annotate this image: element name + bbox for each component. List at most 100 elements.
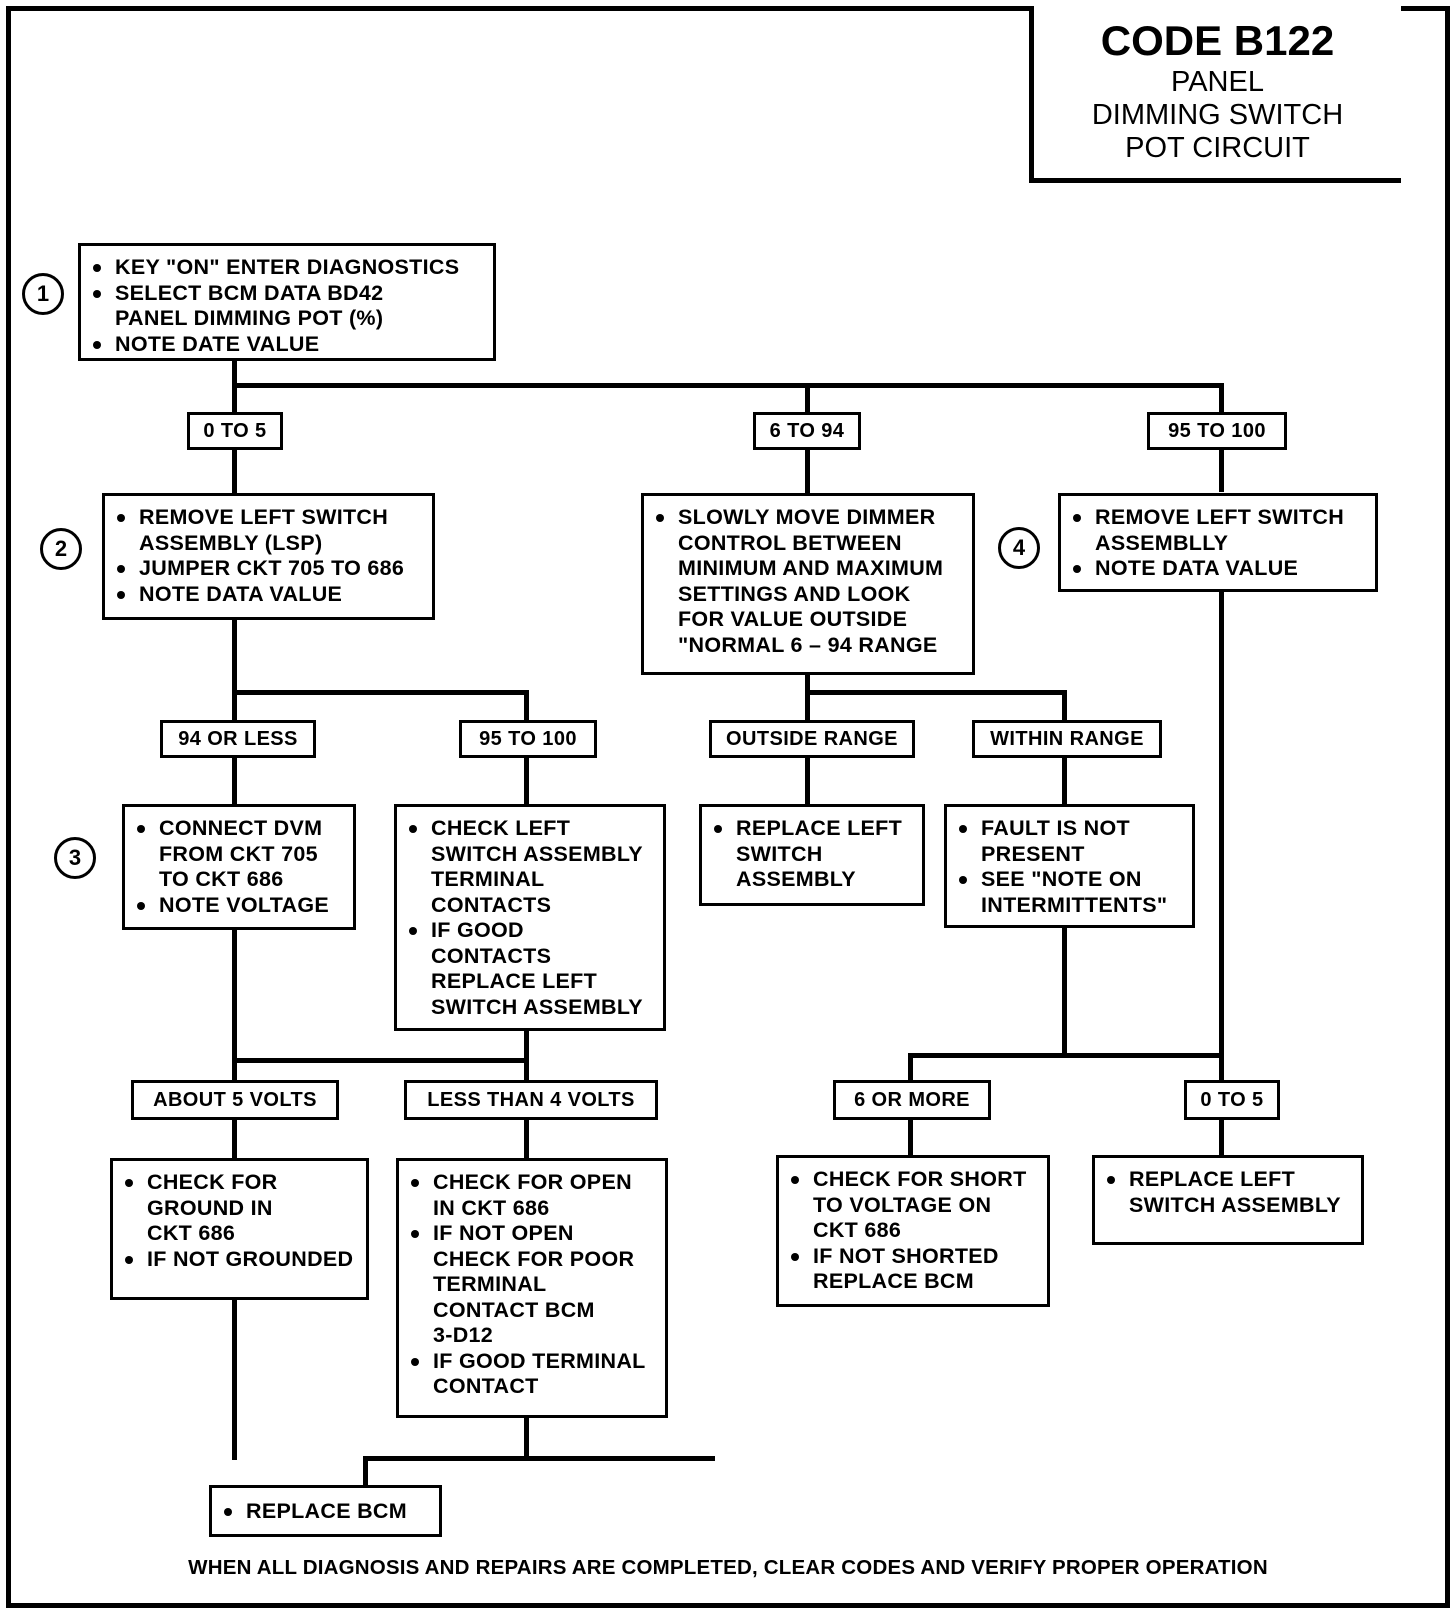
label-range-95-to-100: 95 TO 100: [1147, 412, 1287, 450]
box-check-ground-item-1: CHECK FOR GROUND IN CKT 686: [121, 1170, 356, 1247]
box-step4-item-1: REMOVE LEFT SWITCH ASSEMBLLY: [1069, 505, 1365, 556]
box-step4-list: REMOVE LEFT SWITCH ASSEMBLLY NOTE DATA V…: [1061, 496, 1375, 591]
connector-step1-stem: [232, 360, 237, 385]
box-replace-right-list: REPLACE LEFT SWITCH ASSEMBLY: [1095, 1158, 1361, 1227]
box-dimmer-sweep: SLOWLY MOVE DIMMER CONTROL BETWEEN MINIM…: [641, 493, 975, 675]
box-check-contacts-item-2: IF GOOD CONTACTS REPLACE LEFT SWITCH ASS…: [405, 918, 653, 1020]
box-step2-item-2: JUMPER CKT 705 TO 686: [113, 556, 422, 582]
label-outside-range: OUTSIDE RANGE: [709, 720, 915, 758]
box-step2-list: REMOVE LEFT SWITCH ASSEMBLY (LSP) JUMPER…: [105, 496, 432, 616]
box-check-open-item-2: IF NOT OPEN CHECK FOR POOR TERMINAL CONT…: [407, 1221, 655, 1349]
connector-row3-to-0to5b: [1219, 1053, 1224, 1088]
connector-94orless-to-step3: [232, 758, 237, 804]
connector-0to5-to-step2: [232, 450, 237, 495]
label-within-range: WITHIN RANGE: [972, 720, 1162, 758]
connector-main-bus: [232, 383, 1224, 388]
label-0-to-5-b: 0 TO 5: [1184, 1080, 1280, 1120]
box-replace-mid-item-1: REPLACE LEFT SWITCH ASSEMBLY: [710, 816, 912, 893]
connector-lessthan4-to-checkopen: [524, 1120, 529, 1160]
footer-note: WHEN ALL DIAGNOSIS AND REPAIRS ARE COMPL…: [188, 1556, 1268, 1579]
box-step3-list: CONNECT DVM FROM CKT 705 TO CKT 686 NOTE…: [125, 807, 353, 927]
box-step3-item-2: NOTE VOLTAGE: [133, 893, 343, 919]
box-step3-item-1: CONNECT DVM FROM CKT 705 TO CKT 686: [133, 816, 343, 893]
connector-bus-to-95to100: [1219, 383, 1224, 413]
connector-95to100b-to-checkcontacts: [524, 758, 529, 804]
box-step3: CONNECT DVM FROM CKT 705 TO CKT 686 NOTE…: [122, 804, 356, 930]
box-check-open: CHECK FOR OPEN IN CKT 686 IF NOT OPEN CH…: [396, 1158, 668, 1418]
connector-split-to-outside: [805, 690, 810, 722]
box-step4-item-2: NOTE DATA VALUE: [1069, 556, 1365, 582]
box-check-contacts-list: CHECK LEFT SWITCH ASSEMBLY TERMINAL CONT…: [397, 807, 663, 1029]
connector-fault-stem: [1062, 928, 1067, 1058]
connector-dimmer-stem: [805, 672, 810, 694]
box-fault-item-1: FAULT IS NOT PRESENT: [955, 816, 1182, 867]
box-replace-bcm-list: REPLACE BCM: [212, 1488, 439, 1534]
connector-checkopen-stem: [524, 1418, 529, 1460]
connector-bcm-bus: [363, 1456, 715, 1461]
box-replace-bcm-item-1: REPLACE BCM: [220, 1499, 429, 1525]
box-fault-list: FAULT IS NOT PRESENT SEE "NOTE ON INTERM…: [947, 807, 1192, 927]
connector-step2-stem: [232, 620, 237, 693]
box-step4: REMOVE LEFT SWITCH ASSEMBLLY NOTE DATA V…: [1058, 493, 1378, 592]
box-step1-item-2: SELECT BCM DATA BD42 PANEL DIMMING POT (…: [89, 281, 483, 332]
connector-split-to-95to100b: [524, 690, 529, 722]
box-check-ground-item-2: IF NOT GROUNDED: [121, 1247, 356, 1273]
connector-bcm-bus-drop: [363, 1456, 368, 1486]
connector-step2-split-bus: [232, 690, 529, 695]
label-less-than-4-volts: LESS THAN 4 VOLTS: [404, 1080, 658, 1120]
label-range-0-to-5: 0 TO 5: [187, 412, 283, 450]
connector-about5-to-checkground: [232, 1120, 237, 1160]
step-number-2: 2: [40, 528, 82, 570]
connector-checkcontacts-stem: [524, 1030, 529, 1062]
step-number-4: 4: [998, 527, 1040, 569]
connector-checkground-stem: [232, 1300, 237, 1460]
label-range-6-to-94: 6 TO 94: [753, 412, 861, 450]
box-check-open-list: CHECK FOR OPEN IN CKT 686 IF NOT OPEN CH…: [399, 1161, 665, 1409]
box-check-short-item-2: IF NOT SHORTED REPLACE BCM: [787, 1244, 1037, 1295]
box-check-short: CHECK FOR SHORT TO VOLTAGE ON CKT 686 IF…: [776, 1155, 1050, 1307]
title-block: CODE B122 PANEL DIMMING SWITCH POT CIRCU…: [1029, 6, 1401, 183]
box-step1: KEY "ON" ENTER DIAGNOSTICS SELECT BCM DA…: [78, 243, 496, 361]
box-replace-mid-list: REPLACE LEFT SWITCH ASSEMBLY: [702, 807, 922, 902]
box-check-ground-list: CHECK FOR GROUND IN CKT 686 IF NOT GROUN…: [113, 1161, 366, 1281]
label-95-to-100-b: 95 TO 100: [459, 720, 597, 758]
box-fault-item-2: SEE "NOTE ON INTERMITTENTS": [955, 867, 1182, 918]
connector-dimmer-split-bus: [805, 690, 1067, 695]
connector-6ormore-to-checkshort: [908, 1120, 913, 1156]
box-check-ground: CHECK FOR GROUND IN CKT 686 IF NOT GROUN…: [110, 1158, 369, 1300]
connector-step4-stem: [1219, 592, 1224, 1060]
connector-row3-bus-right: [908, 1053, 1224, 1058]
box-step2: REMOVE LEFT SWITCH ASSEMBLY (LSP) JUMPER…: [102, 493, 435, 620]
box-check-open-item-1: CHECK FOR OPEN IN CKT 686: [407, 1170, 655, 1221]
connector-95to100-to-step4: [1219, 450, 1224, 492]
page-subtitle: PANEL DIMMING SWITCH POT CIRCUIT: [1091, 66, 1344, 164]
box-step1-item-3: NOTE DATE VALUE: [89, 332, 483, 358]
box-dimmer-item-1: SLOWLY MOVE DIMMER CONTROL BETWEEN MINIM…: [652, 505, 962, 658]
connector-within-to-fault: [1062, 758, 1067, 804]
connector-row3-to-about5: [232, 1058, 237, 1088]
box-check-terminal-contacts: CHECK LEFT SWITCH ASSEMBLY TERMINAL CONT…: [394, 804, 666, 1031]
connector-row3-to-lessthan4: [524, 1058, 529, 1088]
box-check-contacts-item-1: CHECK LEFT SWITCH ASSEMBLY TERMINAL CONT…: [405, 816, 653, 918]
box-check-short-list: CHECK FOR SHORT TO VOLTAGE ON CKT 686 IF…: [779, 1158, 1047, 1304]
connector-6to94-to-dimmer: [805, 450, 810, 495]
step-number-1: 1: [22, 273, 64, 315]
box-dimmer-list: SLOWLY MOVE DIMMER CONTROL BETWEEN MINIM…: [644, 496, 972, 667]
box-check-open-item-3: IF GOOD TERMINAL CONTACT: [407, 1349, 655, 1400]
connector-step3-stem: [232, 930, 237, 1062]
connector-bus-to-6to94: [805, 383, 810, 413]
box-replace-right-item-1: REPLACE LEFT SWITCH ASSEMBLY: [1103, 1167, 1351, 1218]
box-replace-bcm: REPLACE BCM: [209, 1485, 442, 1537]
label-about-5-volts: ABOUT 5 VOLTS: [131, 1080, 339, 1120]
connector-outside-to-replace: [805, 758, 810, 804]
page-title: CODE B122: [1100, 17, 1335, 64]
label-6-or-more: 6 OR MORE: [833, 1080, 991, 1120]
label-94-or-less: 94 OR LESS: [160, 720, 316, 758]
box-step1-item-1: KEY "ON" ENTER DIAGNOSTICS: [89, 255, 483, 281]
box-step2-item-3: NOTE DATA VALUE: [113, 582, 422, 608]
box-replace-left-switch-assembly-mid: REPLACE LEFT SWITCH ASSEMBLY: [699, 804, 925, 906]
connector-row3-bus-left: [232, 1058, 529, 1063]
step-number-3: 3: [54, 837, 96, 879]
connector-split-to-94orless: [232, 690, 237, 722]
